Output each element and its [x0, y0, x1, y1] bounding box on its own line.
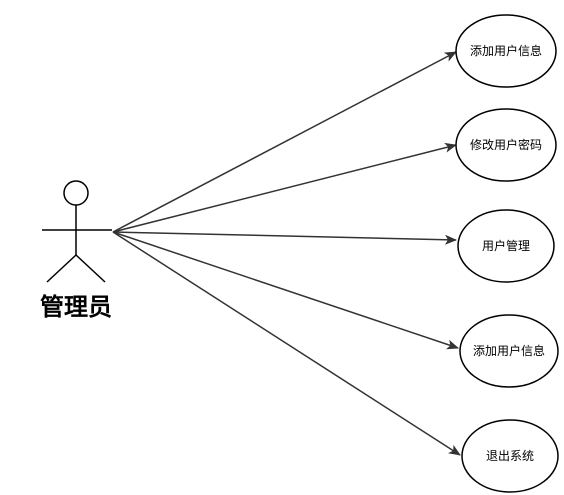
- use-case-label: 用户管理: [482, 238, 530, 253]
- associations: [112, 51, 461, 456]
- use-case-ellipse[interactable]: [455, 14, 557, 88]
- association-arrow: [112, 142, 457, 233]
- actor-figure: [42, 180, 112, 283]
- use-case-5[interactable]: 退出系统: [461, 419, 559, 493]
- actor-label: 管理员: [40, 293, 112, 321]
- actor-left-leg: [46, 254, 77, 283]
- use-case-label: 修改用户密码: [470, 137, 542, 152]
- use-case-4[interactable]: 添加用户信息: [459, 314, 559, 388]
- actor-right-leg: [75, 254, 106, 283]
- use-case-ellipse[interactable]: [459, 314, 559, 388]
- use-case-label: 添加用户信息: [473, 343, 545, 358]
- use-case-label: 退出系统: [486, 449, 534, 463]
- association-arrow: [112, 231, 457, 245]
- use-case-3[interactable]: 用户管理: [457, 209, 555, 283]
- use-case-ellipse[interactable]: [455, 108, 557, 182]
- actor-head: [63, 180, 89, 206]
- association-arrow: [112, 231, 459, 350]
- use-case-1[interactable]: 添加用户信息: [455, 14, 557, 88]
- use-case-label: 添加用户信息: [470, 43, 542, 58]
- use-case-ellipse[interactable]: [457, 209, 555, 283]
- association-arrow: [112, 51, 457, 233]
- association-arrow: [112, 231, 461, 456]
- use-case-2[interactable]: 修改用户密码: [455, 108, 557, 182]
- use-case-ellipse[interactable]: [461, 419, 559, 493]
